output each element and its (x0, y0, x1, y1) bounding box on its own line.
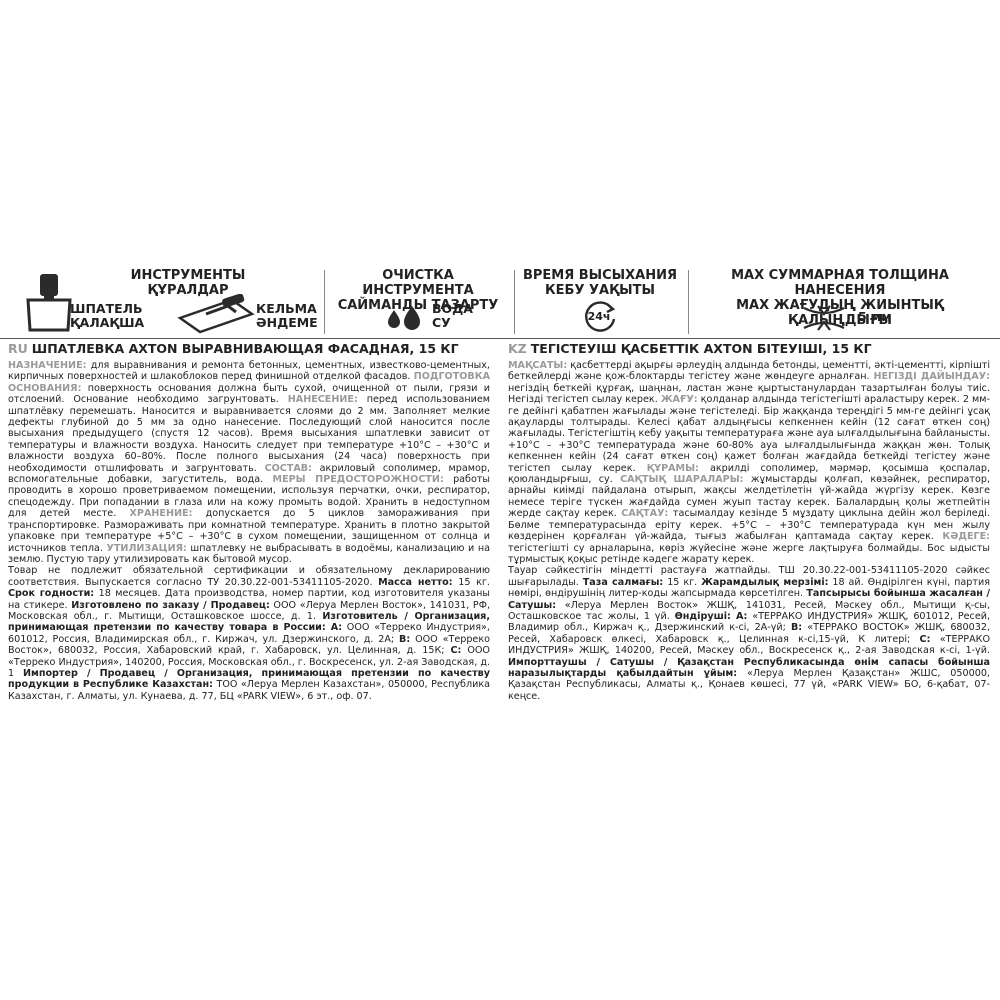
thickness-value: 5 мм (858, 309, 892, 324)
drying-block: ВРЕМЯ ВЫСЫХАНИЯ КЕБУ УАҚЫТЫ 24ч (518, 266, 682, 336)
trowel-icon (177, 294, 255, 334)
divider (514, 270, 515, 334)
ru-description-column: НАЗНАЧЕНИЕ: для выравнивания и ремонта б… (8, 360, 490, 702)
ru-lang-code: RU (8, 341, 28, 356)
thickness-block: MAX СУММАРНАЯ ТОЛЩИНА НАНЕСЕНИЯ MAX ЖАҒУ… (692, 266, 992, 336)
kz-lang-code: KZ (508, 341, 527, 356)
cleaning-block: Очистка инструмента САЙМАНДЫ ТАЗАРТУ ВОД… (328, 266, 508, 336)
divider (688, 270, 689, 334)
kz-legal-paragraph: Тауар сәйкестігін міндетті растауға жатп… (508, 565, 991, 702)
divider-line (0, 338, 1000, 339)
tools-title: ИНСТРУМЕНТЫ ҚҰРАЛДАР (130, 268, 246, 298)
thickness-title: MAX СУММАРНАЯ ТОЛЩИНА НАНЕСЕНИЯ MAX ЖАҒУ… (731, 268, 949, 328)
water-drops-icon (388, 306, 420, 330)
trowel-label: КЕЛЬМА ӘНДЕМЕ (256, 301, 318, 330)
water-label: ВОДА СУ (432, 301, 473, 330)
drying-title: ВРЕМЯ ВЫСЫХАНИЯ КЕБУ УАҚЫТЫ (522, 268, 678, 298)
kz-usage-paragraph: МАҚСАТЫ: қасбеттерді ақырғы әрлеудің алд… (508, 360, 990, 565)
ru-usage-paragraph: НАЗНАЧЕНИЕ: для выравнивания и ремонта б… (8, 360, 491, 565)
kz-description-column: МАҚСАТЫ: қасбеттерді ақырғы әрлеудің алд… (508, 360, 990, 702)
ru-product-title: ШПАТЛЕВКА AXTON ВЫРАВНИВАЮЩАЯ ФАСАДНАЯ, … (31, 341, 459, 356)
drying-badge: 24ч (587, 310, 611, 323)
spatula-icon (26, 274, 72, 332)
kz-product-title: ТЕГІСТЕУІШ ҚАСБЕТТІК AXTON БІТЕУІШІ, 15 … (530, 341, 872, 356)
divider (324, 270, 325, 334)
spatula-label: ШПАТЕЛЬ ҚАЛАҚША (70, 301, 145, 330)
clock-24h-icon (585, 301, 616, 332)
icon-strip: ИНСТРУМЕНТЫ ҚҰРАЛДАР ШПАТЕЛЬ ҚАЛАҚША КЕЛ… (8, 266, 992, 336)
cleaning-title: Очистка инструмента САЙМАНДЫ ТАЗАРТУ (337, 268, 499, 313)
thickness-icon (803, 305, 845, 331)
tools-block: ИНСТРУМЕНТЫ ҚҰРАЛДАР ШПАТЕЛЬ ҚАЛАҚША КЕЛ… (8, 266, 320, 336)
ru-legal-paragraph: Товар не подлежит обязательной сертифика… (8, 565, 491, 702)
